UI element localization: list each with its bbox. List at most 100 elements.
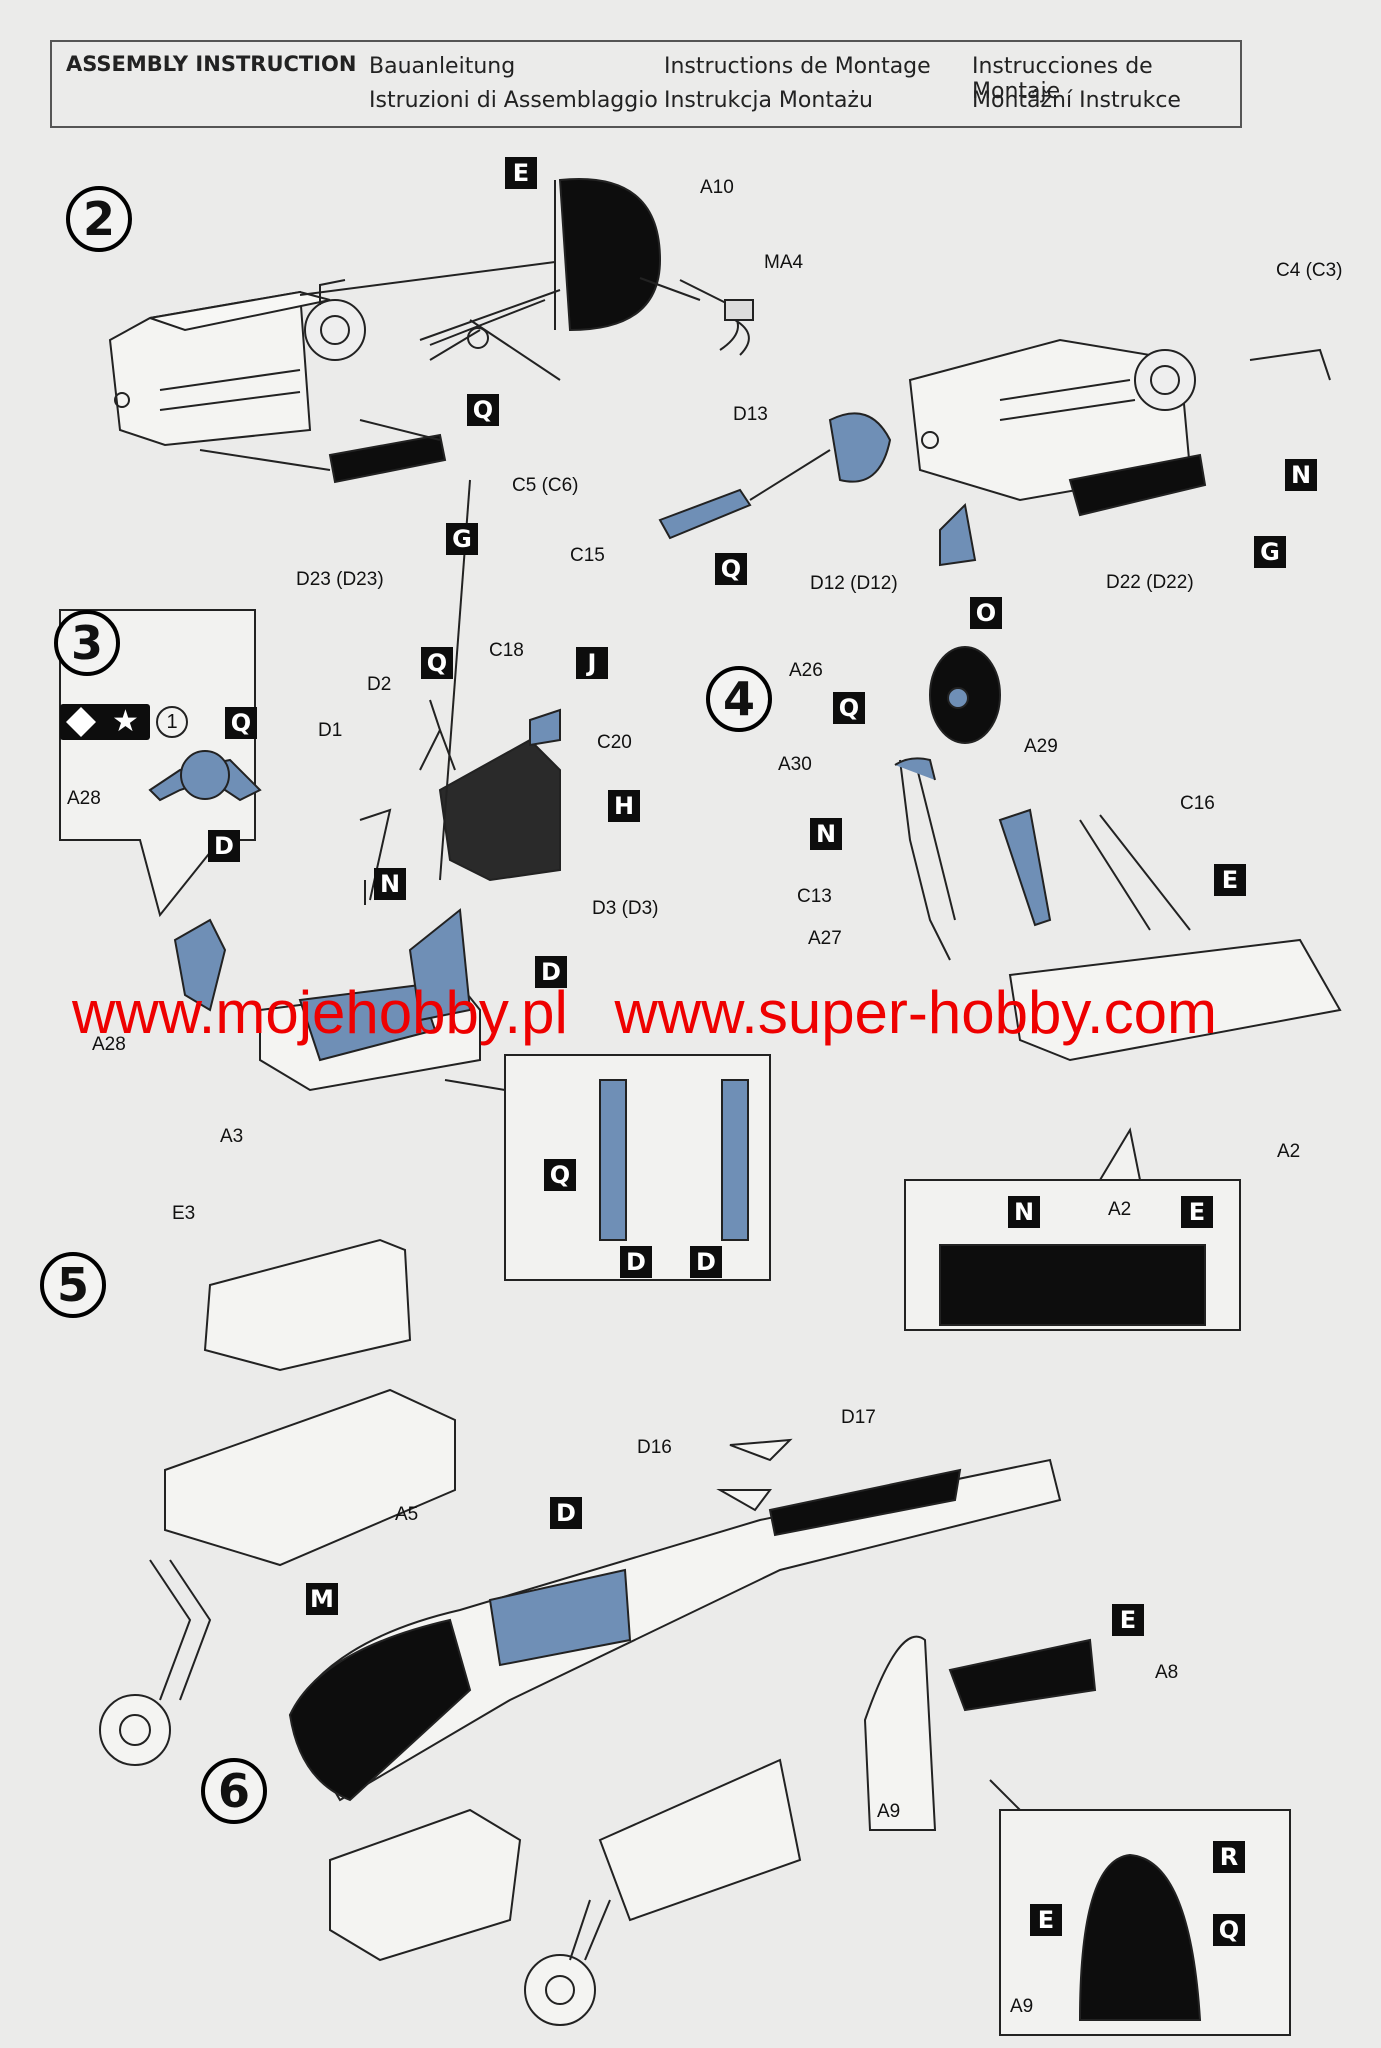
label-d22: D22 (D22) (1106, 572, 1194, 593)
label-a26: A26 (789, 660, 823, 681)
label-a2-callout: A2 (1108, 1199, 1132, 1220)
label-e3: E3 (172, 1203, 196, 1224)
part-d12 (939, 502, 977, 567)
watermark-right: www.super-hobby.com (614, 979, 1217, 1046)
code-q-6: Q (833, 692, 865, 724)
code-n-3: N (810, 818, 842, 850)
label-d16: D16 (637, 1437, 672, 1458)
label-d2: D2 (367, 674, 392, 695)
code-e-2: E (1214, 864, 1246, 896)
label-c13: C13 (797, 886, 832, 907)
label-d23: D23 (D23) (296, 569, 384, 590)
label-d1: D1 (318, 720, 343, 741)
decal-number: 1 (156, 706, 188, 738)
label-c15: C15 (570, 545, 605, 566)
watermark-left: www.mojehobby.pl (72, 979, 568, 1046)
floor-step5 (164, 1388, 456, 1567)
code-e-5: E (1030, 1904, 1062, 1936)
label-d3: D3 (D3) (592, 898, 659, 919)
header-es: Instrucciones de Montaje (972, 54, 1153, 104)
code-j: J (576, 647, 608, 679)
header-title: ASSEMBLY INSTRUCTION (66, 52, 357, 76)
engine-block-right (908, 338, 1196, 502)
step-6-number: 6 (201, 1758, 267, 1824)
prop-hub-d13 (828, 412, 892, 483)
label-a3: A3 (220, 1126, 244, 1147)
code-o: O (970, 597, 1002, 629)
code-q-2: Q (715, 553, 747, 585)
callout-box-instrument (59, 609, 256, 918)
code-d-4: D (690, 1246, 722, 1278)
engine-step6 (329, 1808, 522, 1962)
code-d: D (208, 830, 240, 862)
label-a9: A9 (877, 1801, 901, 1822)
header-box: ASSEMBLY INSTRUCTION Bauanleitung Istruz… (50, 40, 1242, 128)
label-ma4: MA4 (764, 252, 804, 273)
checker-icon (66, 707, 96, 737)
code-d-2: D (535, 956, 567, 988)
code-q-3: Q (421, 647, 453, 679)
label-a30: A30 (778, 754, 812, 775)
bulkhead-a9 (863, 1635, 937, 1831)
struts-c16 (1079, 814, 1191, 931)
label-a29: A29 (1024, 736, 1058, 757)
code-g: G (446, 523, 478, 555)
header-fr: Instructions de Montage (664, 54, 931, 79)
label-c4: C4 (C3) (1276, 260, 1343, 281)
header-pl: Instrukcja Montażu (664, 88, 873, 113)
cowling-m (288, 1618, 472, 1802)
label-d17: D17 (841, 1407, 876, 1428)
code-e-4: E (1112, 1604, 1144, 1636)
label-a10: A10 (700, 177, 734, 198)
seat-c20 (438, 738, 561, 882)
label-c20: C20 (597, 732, 632, 753)
code-m: M (306, 1583, 338, 1615)
engine-block-left (108, 279, 366, 447)
shaft-c15 (658, 488, 752, 540)
step-5-number: 5 (40, 1252, 106, 1318)
label-a9-callout: A9 (1010, 1996, 1034, 2017)
panel-d (488, 1568, 632, 1667)
label-a8: A8 (1155, 1662, 1179, 1683)
header-de: Bauanleitung (369, 54, 516, 79)
step-4-number: 4 (706, 666, 772, 732)
label-a27: A27 (808, 928, 842, 949)
exhaust-d22 (1068, 453, 1207, 517)
cockpit-step6 (598, 1758, 802, 1922)
code-h: H (608, 790, 640, 822)
label-c18: C18 (489, 640, 524, 661)
cockpit-tub-step5 (203, 1238, 412, 1372)
code-n-2: N (374, 868, 406, 900)
label-a28: A28 (67, 788, 101, 809)
code-q: Q (467, 394, 499, 426)
panel-a28-installed (173, 918, 227, 1012)
label-d13: D13 (733, 404, 768, 425)
label-c5: C5 (C6) (512, 475, 579, 496)
strut-a29 (998, 808, 1052, 927)
step-3-number: 3 (54, 610, 120, 676)
header-it: Istruzioni di Assemblaggio (369, 88, 658, 113)
wheel-well-a2 (1008, 938, 1342, 1062)
code-g-2: G (1254, 536, 1286, 568)
exhaust-d23 (328, 433, 447, 484)
code-n-4: N (1008, 1196, 1040, 1228)
decal-badge: ★ (60, 704, 150, 740)
label-a5: A5 (395, 1504, 419, 1525)
header-cs: Montážní Instrukce (972, 88, 1181, 113)
code-d-3: D (620, 1246, 652, 1278)
code-n: N (1285, 459, 1317, 491)
code-e-3: E (1181, 1196, 1213, 1228)
label-a28-2: A28 (92, 1034, 126, 1055)
star-icon: ★ (112, 704, 139, 739)
code-q-5: Q (544, 1159, 576, 1191)
code-d-5: D (550, 1497, 582, 1529)
label-a2: A2 (1277, 1141, 1301, 1162)
code-r: R (1213, 1841, 1245, 1873)
step-2-number: 2 (66, 186, 132, 252)
label-c16: C16 (1180, 793, 1215, 814)
panel-a8 (948, 1638, 1097, 1712)
watermark: www.mojehobby.pl www.super-hobby.com (72, 978, 1247, 1047)
code-q-7: Q (1213, 1914, 1245, 1946)
